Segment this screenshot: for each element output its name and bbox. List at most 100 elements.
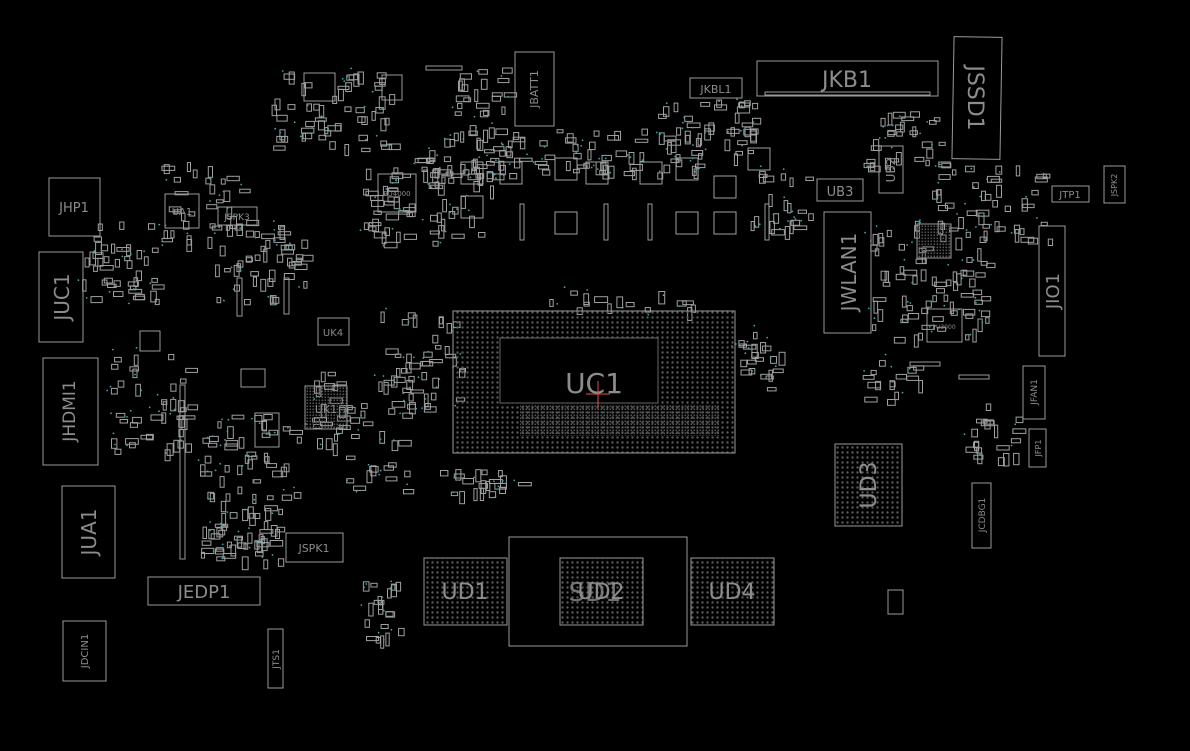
smd-part [895, 273, 906, 281]
smd-part [385, 632, 390, 647]
smd-part [261, 538, 268, 552]
component-uc1[interactable]: UC1 [452, 310, 736, 454]
smd-part [329, 141, 336, 150]
component-jbatt1[interactable]: JBATT1 [514, 51, 555, 127]
smd-part [237, 486, 243, 495]
component-jspk2[interactable]: JSPK2 [1103, 165, 1126, 204]
component-juc1[interactable]: JUC1 [38, 251, 84, 343]
component-label-sd1: SD1 [568, 578, 621, 608]
via [935, 198, 938, 200]
smd-part [241, 556, 249, 571]
via [214, 469, 217, 472]
power-inductor [675, 157, 699, 181]
component-jssd1[interactable]: JSSD1 [951, 36, 1003, 160]
via [219, 522, 222, 525]
component-jwlan1[interactable]: JWLAN1 [823, 211, 872, 334]
component-jfp1[interactable]: JFP1 [1028, 428, 1047, 468]
via [385, 307, 387, 310]
component-pu4000[interactable]: PU4000 [377, 173, 417, 213]
smd-part [1004, 205, 1012, 213]
via [403, 209, 405, 212]
smd-part [263, 248, 268, 263]
component-label-ub3: UB3 [827, 185, 854, 200]
smd-part [210, 533, 221, 540]
component-ud3[interactable]: UD3 [834, 443, 903, 527]
via [226, 430, 229, 433]
smd-part [995, 165, 1003, 175]
component-jkbl1[interactable]: JKBL1 [689, 77, 743, 99]
via [408, 386, 411, 389]
via [126, 444, 128, 447]
via [782, 168, 785, 171]
component-jdcin1[interactable]: JDCIN1 [62, 620, 107, 682]
component-pu3000[interactable]: PU3000 [926, 308, 963, 343]
smd-part [266, 463, 278, 468]
smd-part [306, 103, 312, 112]
smd-part [387, 588, 392, 599]
via [382, 375, 385, 377]
smd-part [1031, 189, 1039, 196]
component-jio1[interactable]: JIO1 [1038, 225, 1066, 357]
smd-part [432, 377, 439, 389]
component-jua1[interactable]: JUA1 [61, 485, 116, 579]
component-jfan1[interactable]: JFAN1 [1022, 365, 1046, 420]
power-inductor [554, 211, 578, 235]
component-sd1[interactable] [508, 536, 688, 647]
smd-part [336, 381, 347, 386]
smd-part [479, 110, 489, 118]
smd-part [245, 257, 253, 262]
via [252, 480, 255, 483]
component-jedp1[interactable]: JEDP1 [147, 576, 261, 606]
smd-part [161, 165, 176, 171]
smd-part [226, 175, 240, 182]
vias-layer [77, 67, 1045, 641]
component-jts1[interactable]: JTS1 [267, 628, 284, 689]
smd-part [996, 445, 1010, 451]
smd-part [229, 512, 238, 519]
via [346, 75, 348, 78]
component-ub2[interactable]: UB2 [878, 145, 904, 194]
component-label-jua1: JUA1 [77, 509, 101, 558]
smd-part [982, 223, 990, 229]
smd-part [174, 191, 189, 196]
component-ud2[interactable]: UD2 SD1 [559, 557, 644, 626]
via [873, 317, 876, 320]
smd-part [513, 132, 520, 140]
via [221, 557, 224, 560]
smd-part [997, 457, 1005, 467]
via [692, 126, 694, 129]
smd-part [734, 112, 740, 124]
component-jspk3[interactable]: JSPK3 [217, 206, 258, 226]
component-jtp1[interactable]: JTP1 [1051, 185, 1090, 203]
smd-part [966, 257, 973, 263]
smd-part [663, 164, 671, 174]
component-jhp1[interactable]: JHP1 [48, 177, 101, 237]
component-uk4[interactable]: UK4 [317, 317, 350, 346]
smd-part [808, 213, 814, 222]
component-jspk1[interactable]: JSPK1 [285, 532, 344, 563]
via [254, 236, 257, 239]
smd-part [99, 265, 114, 271]
component-label-juc1: JUC1 [50, 273, 74, 322]
via [596, 168, 599, 171]
smd-part [766, 387, 777, 392]
via [475, 126, 478, 129]
component-jkb1[interactable]: JKB1 [756, 60, 939, 97]
component-ub3[interactable]: UB3 [816, 178, 864, 202]
smd-part [380, 635, 385, 649]
via [255, 540, 258, 543]
smd-part [318, 134, 327, 141]
component-ud4[interactable]: UD4 [690, 557, 775, 626]
via [390, 580, 393, 583]
component-ua1[interactable]: UA1 [164, 193, 200, 229]
smd-part [984, 193, 992, 201]
component-uk1[interactable]: UK1 [304, 385, 348, 430]
component-jcdbg1[interactable]: JCDBG1 [971, 482, 992, 549]
component-ud1[interactable]: UD1 [423, 557, 508, 626]
component-jhdmi1[interactable]: JHDMI1 [42, 357, 99, 466]
via [964, 202, 966, 205]
smd-part [247, 506, 254, 519]
smd-part [724, 139, 731, 152]
smd-part [151, 247, 159, 253]
via [221, 543, 224, 546]
